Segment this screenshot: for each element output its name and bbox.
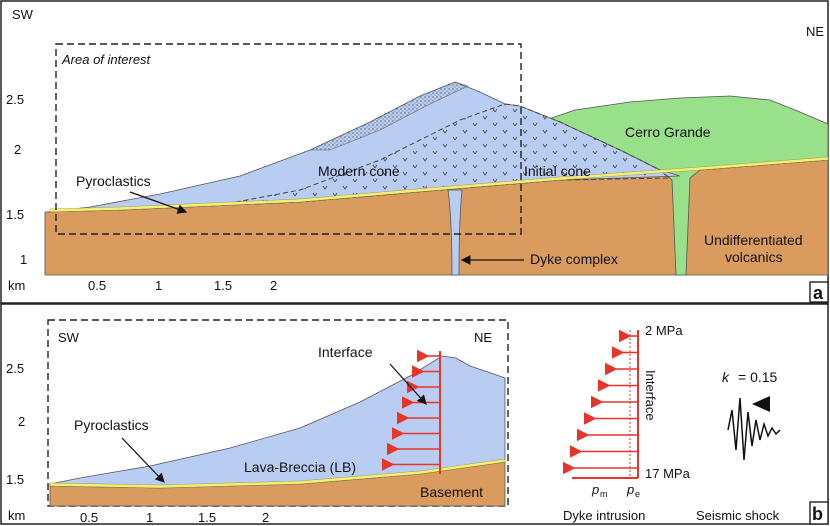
initial-cone-label: Initial cone	[524, 163, 591, 179]
dyke-intrusion-caption: Dyke intrusion	[563, 508, 645, 523]
p-m-label: p	[591, 482, 599, 497]
k-label: k	[722, 369, 730, 385]
top-pressure: 2 MPa	[645, 323, 683, 338]
x-tick-b: 0.5	[80, 510, 98, 525]
dyke-complex-label: Dyke complex	[530, 251, 618, 267]
p-m-sub: m	[600, 489, 608, 499]
lava-breccia-label: Lava-Breccia (LB)	[244, 459, 356, 475]
panel-a: Area of interest SW NE 2.5 2 1.5 1 km 0.…	[0, 0, 829, 304]
shock-direction-icon	[752, 396, 770, 412]
y-tick-b: 2	[18, 414, 25, 429]
p-e-sub: e	[635, 489, 640, 499]
p-e-label: p	[626, 482, 634, 497]
y-tick-a: 2.5	[6, 92, 24, 107]
dyke-intrusion-diagram: 2 MPa 17 MPa Interface p m p e Dyke intr…	[562, 323, 691, 523]
area-of-interest-label: Area of interest	[61, 52, 152, 67]
modern-cone-label: Modern cone	[318, 163, 400, 179]
pyroclastics-pointer-b	[121, 437, 165, 483]
k-value: = 0.15	[738, 369, 778, 385]
pyroclastics-pointer-a	[129, 191, 188, 214]
x-tick-b: 1.5	[198, 510, 216, 525]
basement-label: Basement	[420, 484, 483, 500]
sw-label-a: SW	[12, 7, 34, 22]
panel-a-tag: a	[813, 283, 824, 303]
sw-label-b: SW	[58, 330, 80, 345]
x-tick-b: 2	[262, 510, 269, 525]
dyke-interface-label: Interface	[643, 370, 658, 421]
y-tick-a: 2	[14, 142, 21, 157]
x-tick-a: 0.5	[88, 278, 106, 293]
undiff-label-1: Undifferentiated	[704, 232, 803, 248]
interface-pointer	[389, 363, 427, 405]
x-unit-a: km	[8, 278, 25, 293]
seismic-caption: Seismic shock	[696, 508, 780, 523]
x-unit-b: km	[8, 508, 25, 523]
pyroclastics-label-a: Pyroclastics	[76, 173, 151, 189]
cerro-grande-label: Cerro Grande	[625, 124, 711, 140]
panel-a-tag-box	[809, 281, 829, 303]
ne-label-b: NE	[474, 330, 492, 345]
x-tick-a: 2	[270, 278, 277, 293]
x-tick-a: 1	[155, 278, 162, 293]
cone-cap	[309, 81, 469, 151]
x-tick-b: 1	[146, 510, 153, 525]
panel-b-tag-box	[809, 501, 829, 525]
interface-label-b: Interface	[318, 344, 373, 360]
dyke-a	[447, 189, 463, 276]
x-tick-a: 1.5	[214, 278, 232, 293]
pyroclastics-label-b: Pyroclastics	[74, 417, 149, 433]
y-tick-b: 2.5	[6, 361, 24, 376]
panel-b-tag: b	[812, 504, 823, 524]
bottom-pressure: 17 MPa	[645, 466, 691, 481]
ne-label-a: NE	[806, 24, 824, 39]
panel-b: SW NE 2.5 2 1.5 km 0.5 1 1.5 2 Interface…	[0, 303, 829, 525]
pyroclastic-layer-a	[49, 156, 829, 213]
dyke-pressure-arrows	[562, 329, 638, 475]
seismic-shock-diagram: k = 0.15 Seismic shock	[696, 369, 781, 523]
undiff-label-2: volcanics	[725, 249, 783, 265]
y-tick-b: 1.5	[6, 472, 24, 487]
seismogram	[727, 397, 781, 461]
area-of-interest-box	[55, 43, 522, 235]
pyroclastic-layer-b	[49, 458, 506, 489]
y-tick-a: 1	[20, 252, 27, 267]
y-tick-a: 1.5	[6, 207, 24, 222]
